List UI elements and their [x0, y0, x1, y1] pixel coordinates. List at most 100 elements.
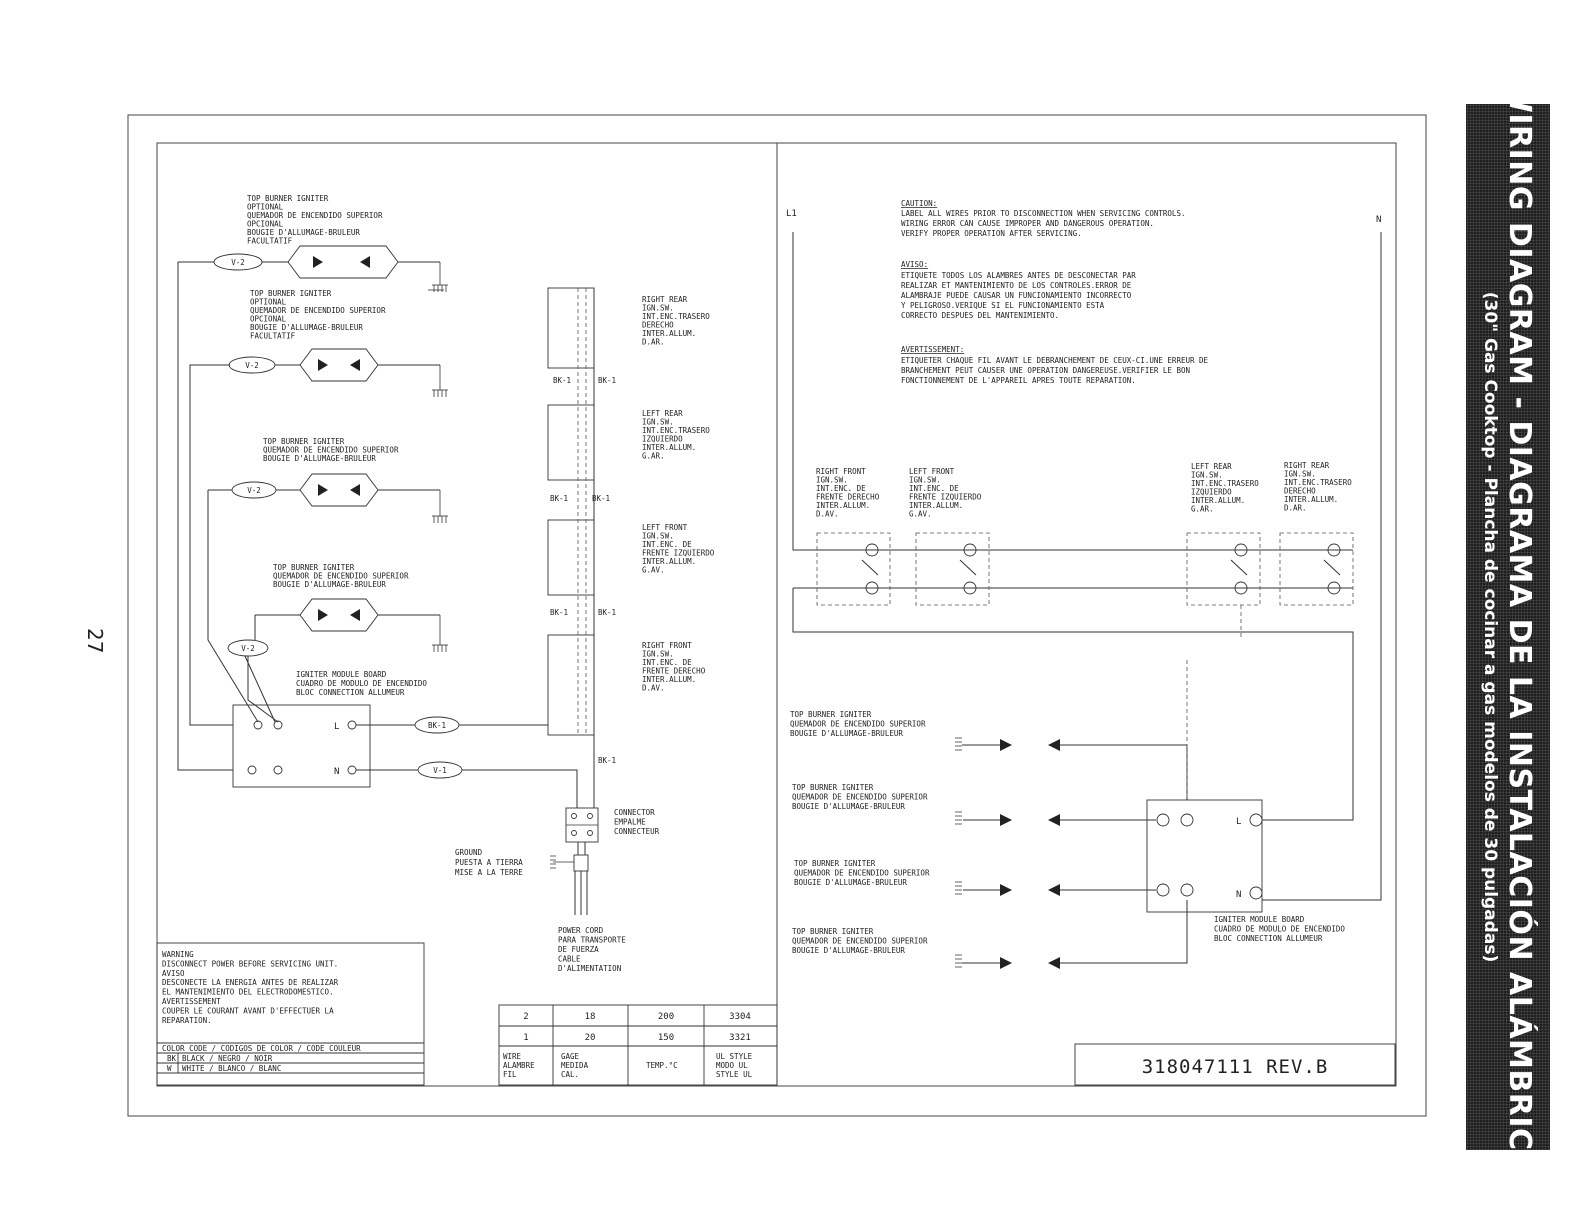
text-line: IGN.SW.	[642, 650, 674, 659]
right-switch-left-front	[915, 532, 990, 606]
text-line: INTER.ALLUM.	[642, 675, 696, 684]
svg-text:BK-1: BK-1	[598, 376, 616, 385]
text-line: BOUGIE D'ALLUMAGE-BRULEUR	[794, 878, 907, 887]
text-line: ETIQUETE TODOS LOS ALAMBRES ANTES DE DES…	[901, 271, 1136, 280]
text-line: QUEMADOR DE ENCENDIDO SUPERIOR	[263, 446, 399, 455]
text-line: INTER.ALLUM.	[1191, 496, 1245, 505]
part-number: 318047111 REV.B	[1142, 1056, 1329, 1078]
text-line: LABEL ALL WIRES PRIOR TO DISCONNECTION W…	[901, 209, 1185, 218]
text-line: RIGHT REAR	[1284, 461, 1330, 470]
text-line: EMPALME	[614, 818, 646, 827]
svg-text:L: L	[334, 722, 339, 732]
svg-text:BK: BK	[167, 1054, 177, 1063]
text-line: RIGHT REAR	[642, 295, 688, 304]
ground-symbol	[432, 644, 448, 652]
svg-text:V-2: V-2	[247, 486, 261, 495]
text-line: IGN.SW.	[909, 476, 941, 485]
right-panel: L1 N CAUTION: LABEL ALL WIRES PRIOR TO D…	[786, 199, 1396, 1086]
text-line: LEFT FRONT	[642, 523, 688, 532]
spark-electrode	[350, 484, 360, 496]
text-line: WARNING	[162, 950, 194, 959]
svg-text:20: 20	[585, 1033, 596, 1043]
wire-tag-v2-4: V-2	[227, 639, 269, 657]
text-line: IZQUIERDO	[1191, 488, 1232, 497]
svg-text:BK-1: BK-1	[598, 608, 616, 617]
svg-text:BLACK / NEGRO / NOIR: BLACK / NEGRO / NOIR	[182, 1054, 273, 1063]
text-line: INTER.ALLUM.	[1284, 495, 1338, 504]
text-line: INT.ENC.TRASERO	[1191, 479, 1259, 488]
text-line: REALIZAR ET MANTENIMIENTO DE LOS CONTROL…	[901, 281, 1132, 290]
text-line: G.AV.	[642, 566, 665, 575]
text-line: IGN.SW.	[642, 418, 674, 427]
igniter-row-4	[255, 598, 448, 652]
text-line: LEFT REAR	[642, 409, 683, 418]
text-line: ALAMBRE	[503, 1061, 535, 1070]
text-line: G.AV.	[909, 510, 932, 519]
text-line: BOUGIE D'ALLUMAGE-BRULEUR	[792, 946, 905, 955]
color-code-header: COLOR CODE / CODIGOS DE COLOR / CODE COU…	[162, 1044, 361, 1053]
svg-text:150: 150	[658, 1033, 674, 1043]
text-line: BOUGIE D'ALLUMAGE-BRULEUR	[263, 454, 376, 463]
text-line: FIL	[503, 1070, 517, 1079]
svg-text:BK-1: BK-1	[428, 721, 446, 730]
text-line: D.AR.	[1284, 504, 1307, 513]
text-line: CABLE	[558, 955, 581, 964]
wire-tag-v2-1: V-2	[213, 253, 263, 271]
text-line: TOP BURNER IGNITER	[263, 437, 345, 446]
text-line: BLOC CONNECTION ALLUMEUR	[1214, 934, 1323, 943]
text-line: ALAMBRAJE PUEDE CAUSAR UN FUNCIONAMIENTO…	[901, 291, 1132, 300]
text-line: STYLE UL	[716, 1070, 753, 1079]
spark-electrode	[318, 609, 328, 621]
svg-text:3321: 3321	[729, 1033, 751, 1043]
text-line: IZQUIERDO	[642, 435, 683, 444]
svg-text:2: 2	[523, 1012, 528, 1022]
text-line: RIGHT FRONT	[642, 641, 692, 650]
svg-text:BK-1: BK-1	[550, 608, 568, 617]
text-line: BOUGIE D'ALLUMAGE-BRULEUR	[247, 228, 360, 237]
svg-text:1: 1	[523, 1033, 528, 1043]
part-number-box	[1074, 1043, 1396, 1086]
text-line: CUADRO DE MODULO DE ENCENDIDO	[1214, 925, 1345, 934]
text-line: LEFT REAR	[1191, 462, 1232, 471]
text-line: BOUGIE D'ALLUMAGE-BRULEUR	[790, 729, 903, 738]
caution-text: LABEL ALL WIRES PRIOR TO DISCONNECTION W…	[901, 209, 1185, 238]
svg-text:N: N	[334, 767, 339, 777]
text-line: WIRING ERROR CAN CAUSE IMPROPER AND DANG…	[901, 219, 1154, 228]
svg-text:L: L	[1236, 817, 1241, 827]
text-line: AVERTISSEMENT	[162, 997, 221, 1006]
wire-tag-v1-module: V-1	[417, 761, 463, 779]
text-line: TOP BURNER IGNITER	[273, 563, 355, 572]
text-line: OPCIONAL	[247, 220, 284, 229]
text-line: FACULTATIF	[250, 332, 296, 341]
text-line: ETIQUETER CHAQUE FIL AVANT LE DEBRANCHEM…	[901, 356, 1209, 365]
text-line: MEDIDA	[561, 1061, 589, 1070]
text-line: EL MANTENIMIENTO DEL ELECTRODOMESTICO.	[162, 988, 334, 997]
text-line: AVISO	[162, 969, 185, 978]
right-module-terminals: L N	[1156, 813, 1263, 900]
ground-symbol	[432, 284, 448, 292]
svg-text:18: 18	[585, 1012, 596, 1022]
text-line: DERECHO	[1284, 487, 1316, 496]
text-line: INT.ENC.TRASERO	[1284, 478, 1352, 487]
banner-title: WIRING DIAGRAM - DIAGRAMA DE LA INSTALAC…	[1502, 104, 1537, 1150]
text-line: RIGHT FRONT	[816, 467, 866, 476]
text-line: MISE A LA TERRE	[455, 868, 523, 877]
text-line: BLOC CONNECTION ALLUMEUR	[296, 688, 405, 697]
text-line: PARA TRANSPORTE	[558, 936, 626, 945]
